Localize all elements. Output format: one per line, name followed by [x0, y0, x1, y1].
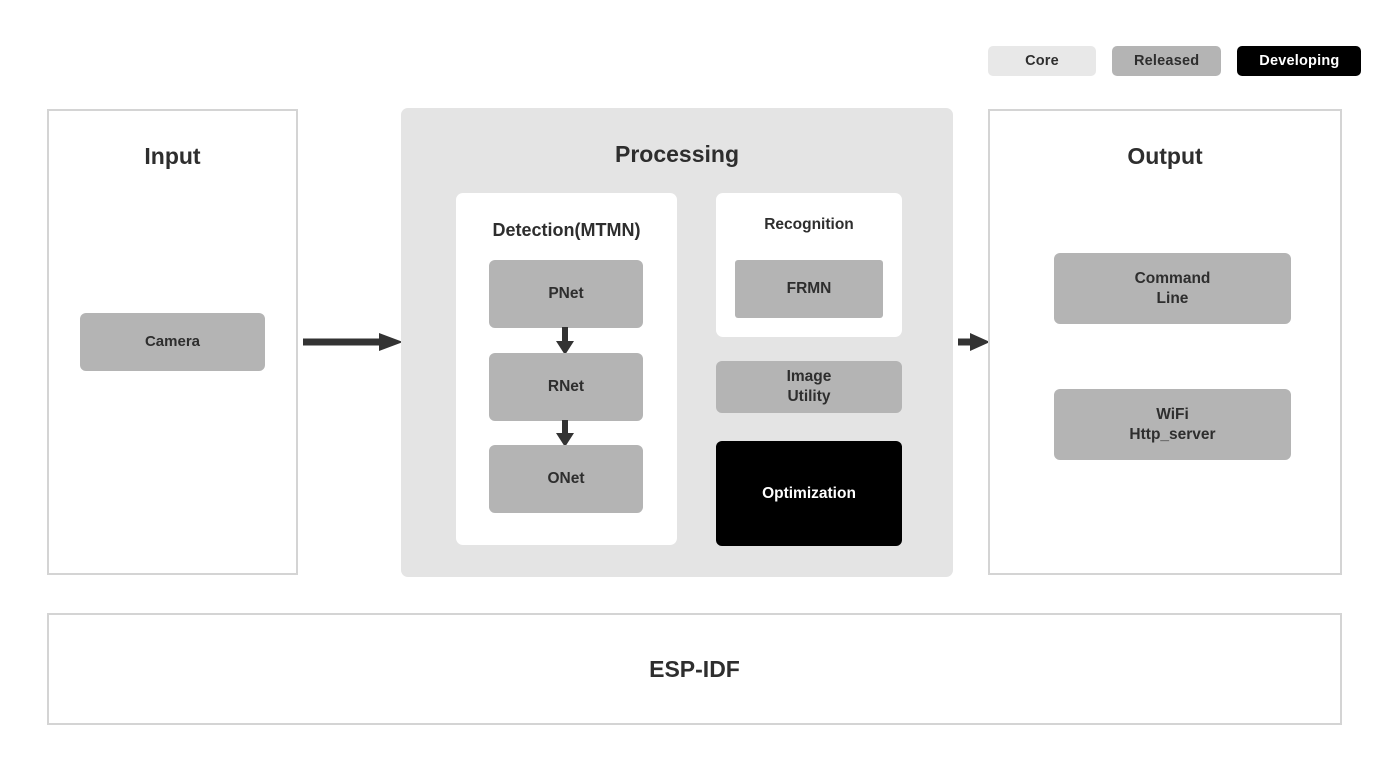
arrow-input-to-processing — [303, 333, 403, 351]
legend-label-released: Released — [1134, 53, 1200, 69]
card-recognition-title: Recognition — [764, 216, 854, 233]
panel-output-title: Output — [1127, 143, 1203, 169]
panel-esp-idf: ESP-IDF — [47, 613, 1342, 725]
legend-chip-core: Core — [988, 46, 1096, 76]
legend-label-developing: Developing — [1259, 53, 1340, 69]
arrow-processing-to-output — [958, 333, 990, 351]
legend-label-core: Core — [1025, 53, 1059, 69]
legend-chip-released: Released — [1112, 46, 1222, 76]
panel-input-title: Input — [144, 143, 201, 169]
legend: Core Released Developing — [988, 46, 1362, 76]
card-detection-title: Detection(MTMN) — [492, 220, 641, 240]
node-rnet: RNet — [489, 353, 643, 421]
legend-chip-developing: Developing — [1237, 46, 1362, 76]
node-wifi-http-server: WiFi Http_server — [1054, 389, 1291, 460]
node-image-utility: Image Utility — [716, 361, 902, 413]
panel-output: Output — [988, 109, 1342, 575]
node-frmn: FRMN — [735, 260, 883, 318]
arrow-pnet-to-rnet — [556, 327, 574, 355]
panel-processing-title: Processing — [615, 141, 739, 167]
node-command-line: Command Line — [1054, 253, 1291, 324]
node-pnet: PNet — [489, 260, 643, 328]
node-camera: Camera — [80, 313, 265, 371]
esp-idf-label: ESP-IDF — [649, 655, 740, 682]
node-onet: ONet — [489, 445, 643, 513]
node-optimization: Optimization — [716, 441, 902, 546]
arrow-rnet-to-onet — [556, 420, 574, 447]
